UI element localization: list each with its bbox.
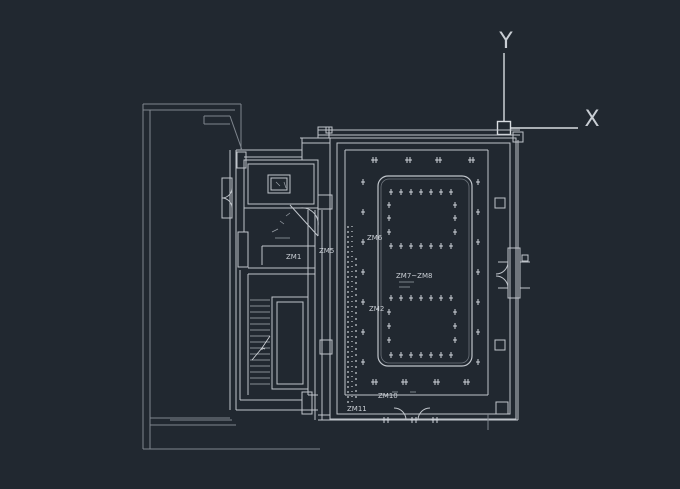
- staircase: [250, 299, 271, 385]
- west-annex-walls: [229, 149, 319, 420]
- tag-zm1: ZM1: [286, 253, 301, 261]
- annotation-marks: [271, 181, 416, 393]
- west-door: [221, 177, 233, 219]
- tag-zm11: ZM11: [347, 405, 367, 413]
- ucs-x-label: X: [584, 107, 599, 132]
- site-boundary-lines: [142, 103, 489, 450]
- tag-zm10: ZM10: [378, 392, 398, 400]
- tag-zm7-zm8: ZM7~ZM8: [396, 272, 432, 280]
- room-labels: ZM1 ZM2 ZM5 ZM6 ZM7~ZM8 ZM10 ZM11: [286, 234, 432, 413]
- central-stage-inner: [380, 178, 470, 364]
- tag-zm6: ZM6: [367, 234, 383, 242]
- central-stage-outline: [377, 175, 473, 367]
- ucs-axis-icon: Y X: [496, 29, 600, 136]
- tag-zm5: ZM5: [319, 247, 334, 255]
- east-door: [495, 247, 530, 299]
- linear-light-strips: [347, 226, 357, 405]
- tag-zm2: ZM2: [369, 305, 384, 313]
- light-fixtures: [360, 156, 481, 424]
- south-door: [393, 407, 431, 421]
- main-hall-walls: [300, 126, 524, 421]
- ucs-y-label: Y: [498, 29, 513, 54]
